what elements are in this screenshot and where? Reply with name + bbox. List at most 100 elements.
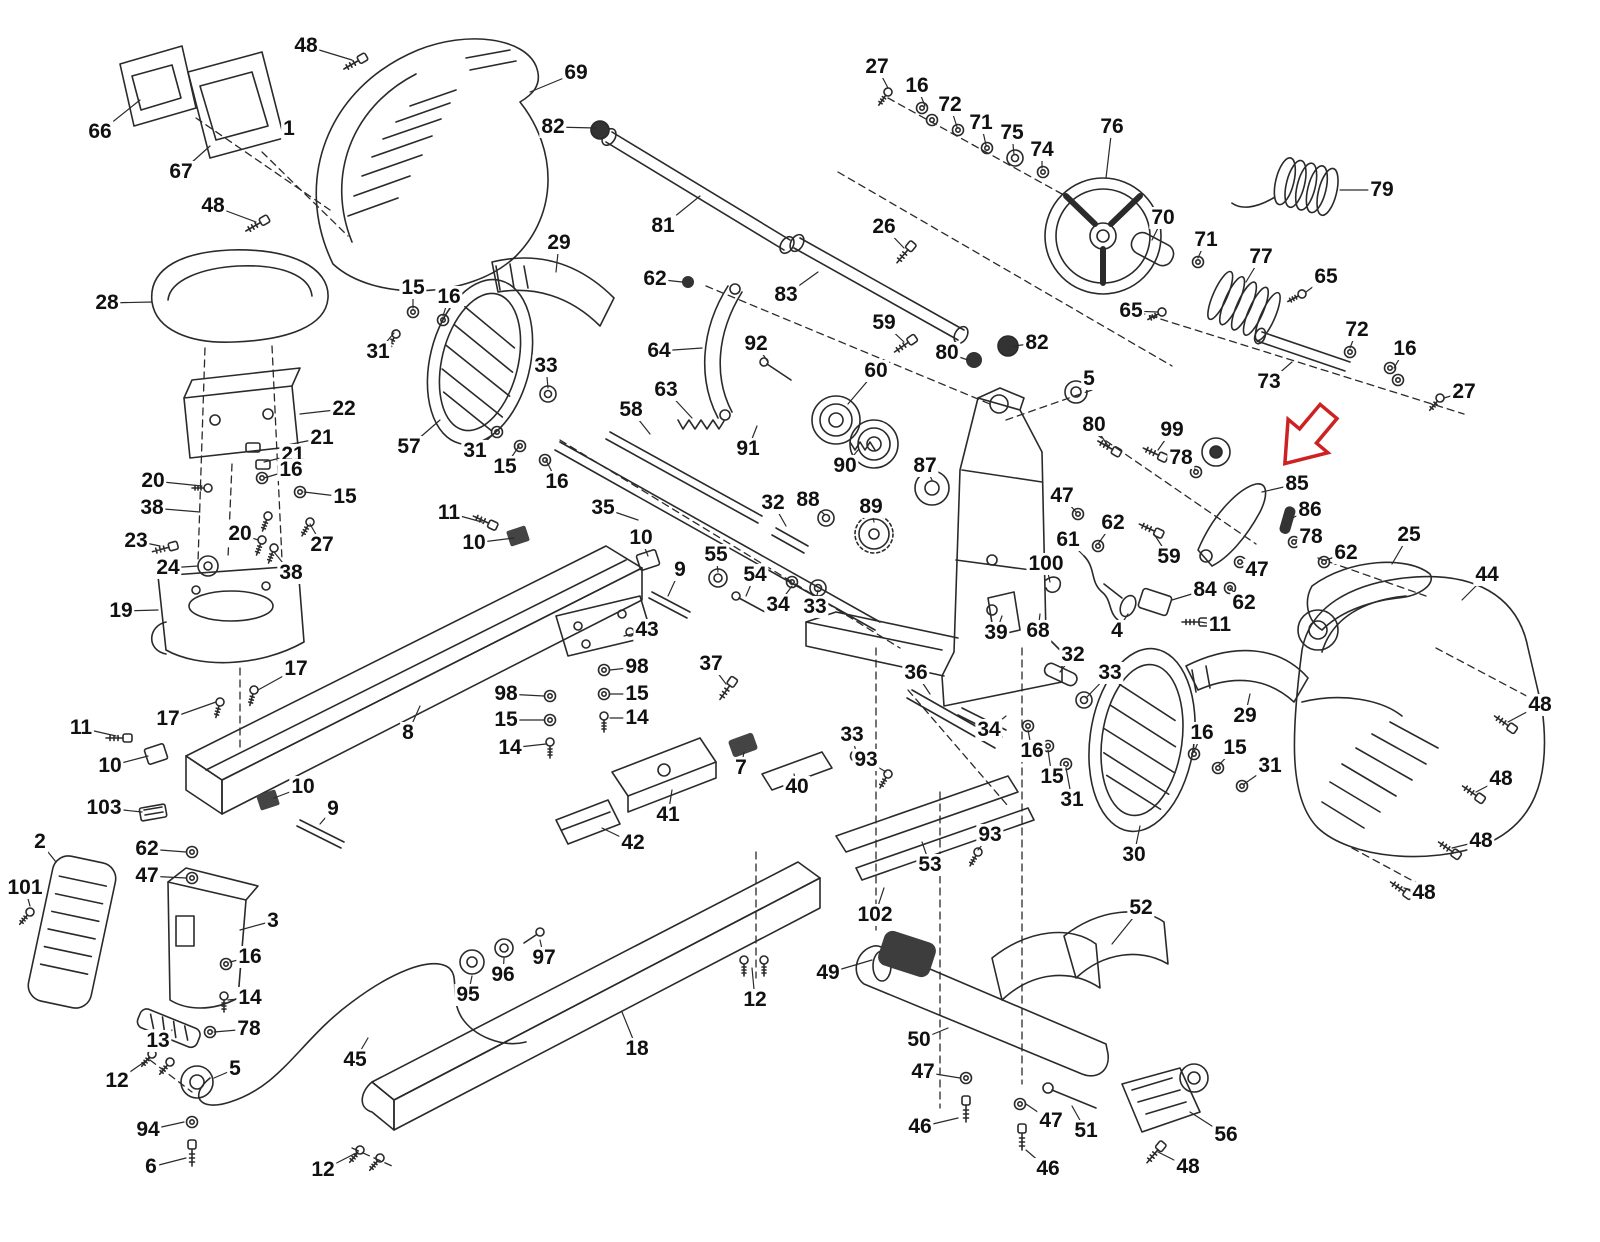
part-label-34: 34	[975, 717, 1003, 742]
part-label-66: 66	[86, 119, 114, 144]
part-label-101: 101	[5, 875, 45, 900]
base-rail-18	[361, 861, 821, 1131]
part-label-92: 92	[742, 331, 770, 356]
spring-90	[849, 441, 876, 451]
part-label-63: 63	[652, 377, 680, 402]
end-cap-56	[1121, 1063, 1209, 1133]
part-label-87: 87	[911, 453, 939, 478]
part-label-17: 17	[154, 706, 182, 731]
part-label-62: 62	[641, 266, 669, 291]
part-label-41: 41	[654, 802, 682, 827]
part-label-47: 47	[1037, 1108, 1065, 1133]
part-label-14: 14	[236, 985, 264, 1010]
rear-stabilizer	[855, 930, 1109, 1077]
guide-rod-81	[601, 127, 795, 255]
left-pedal	[426, 278, 534, 446]
part-label-25: 25	[1395, 522, 1423, 547]
part-label-15: 15	[492, 707, 520, 732]
hardware-parts	[15, 51, 1519, 1174]
part-label-50: 50	[905, 1027, 933, 1052]
part-label-98: 98	[623, 654, 651, 679]
part-label-57: 57	[395, 434, 423, 459]
part-label-65: 65	[1117, 298, 1145, 323]
part-label-77: 77	[1247, 244, 1275, 269]
part-label-11: 11	[67, 715, 95, 740]
part-label-82: 82	[1023, 330, 1051, 355]
part-label-33: 33	[1096, 660, 1124, 685]
part-label-12: 12	[309, 1157, 337, 1182]
part-label-67: 67	[167, 159, 195, 184]
part-label-26: 26	[870, 214, 898, 239]
part-label-2: 2	[32, 829, 48, 854]
cable-61	[1083, 555, 1119, 621]
right-pedal	[1088, 647, 1196, 833]
part-label-33: 33	[838, 722, 866, 747]
part-label-52: 52	[1127, 895, 1155, 920]
part-label-81: 81	[649, 213, 677, 238]
bracket-41	[611, 737, 717, 813]
part-label-62: 62	[1099, 510, 1127, 535]
part-label-32: 32	[759, 490, 787, 515]
part-label-75: 75	[998, 120, 1026, 145]
part-label-38: 38	[138, 495, 166, 520]
part-label-84: 84	[1191, 577, 1219, 602]
part-label-16: 16	[903, 73, 931, 98]
part-label-15: 15	[491, 454, 519, 479]
part-label-72: 72	[936, 92, 964, 117]
part-label-72: 72	[1343, 317, 1371, 342]
part-label-16: 16	[1391, 336, 1419, 361]
roller-78	[1201, 437, 1231, 467]
part-label-15: 15	[331, 484, 359, 509]
assembly-lines	[149, 97, 1539, 1167]
part-label-103: 103	[84, 795, 124, 820]
part-label-30: 30	[1120, 842, 1148, 867]
part-label-46: 46	[1034, 1156, 1062, 1181]
part-label-76: 76	[1098, 114, 1126, 139]
part-label-91: 91	[734, 436, 762, 461]
part-label-10: 10	[96, 753, 124, 778]
axle-73	[1253, 327, 1351, 372]
part-label-97: 97	[530, 945, 558, 970]
roller-77	[1207, 270, 1281, 342]
part-label-59: 59	[870, 310, 898, 335]
part-label-61: 61	[1054, 527, 1082, 552]
part-label-59: 59	[1155, 544, 1183, 569]
part-label-47: 47	[1243, 557, 1271, 582]
part-label-4: 4	[1109, 618, 1125, 643]
pin-86	[1279, 506, 1296, 534]
part-label-93: 93	[976, 822, 1004, 847]
pulleys-60	[811, 395, 899, 469]
part-label-15: 15	[623, 681, 651, 706]
part-label-78: 78	[1297, 524, 1325, 549]
part-label-45: 45	[341, 1047, 369, 1072]
part-label-14: 14	[496, 735, 524, 760]
part-label-69: 69	[562, 60, 590, 85]
part-label-27: 27	[1450, 379, 1478, 404]
part-label-94: 94	[134, 1117, 162, 1142]
rod-9a	[648, 591, 691, 619]
part-label-89: 89	[857, 494, 885, 519]
roller-96	[494, 938, 514, 958]
part-label-10: 10	[289, 774, 317, 799]
part-label-62: 62	[1230, 590, 1258, 615]
plate-40	[761, 751, 833, 791]
part-label-31: 31	[364, 339, 392, 364]
part-label-80: 80	[1080, 412, 1108, 437]
spacer-32l	[771, 527, 809, 554]
part-label-68: 68	[1024, 618, 1052, 643]
part-label-73: 73	[1255, 369, 1283, 394]
part-label-15: 15	[399, 275, 427, 300]
part-label-16: 16	[1018, 738, 1046, 763]
part-label-16: 16	[277, 457, 305, 482]
part-label-70: 70	[1149, 205, 1177, 230]
console-housing	[315, 38, 549, 292]
part-label-16: 16	[435, 284, 463, 309]
part-label-78: 78	[235, 1016, 263, 1041]
part-label-48: 48	[1410, 880, 1438, 905]
part-label-31: 31	[1058, 787, 1086, 812]
part-label-10: 10	[460, 530, 488, 555]
rod-9b	[296, 819, 345, 849]
bolt-54	[731, 591, 766, 613]
part-label-17: 17	[282, 656, 310, 681]
